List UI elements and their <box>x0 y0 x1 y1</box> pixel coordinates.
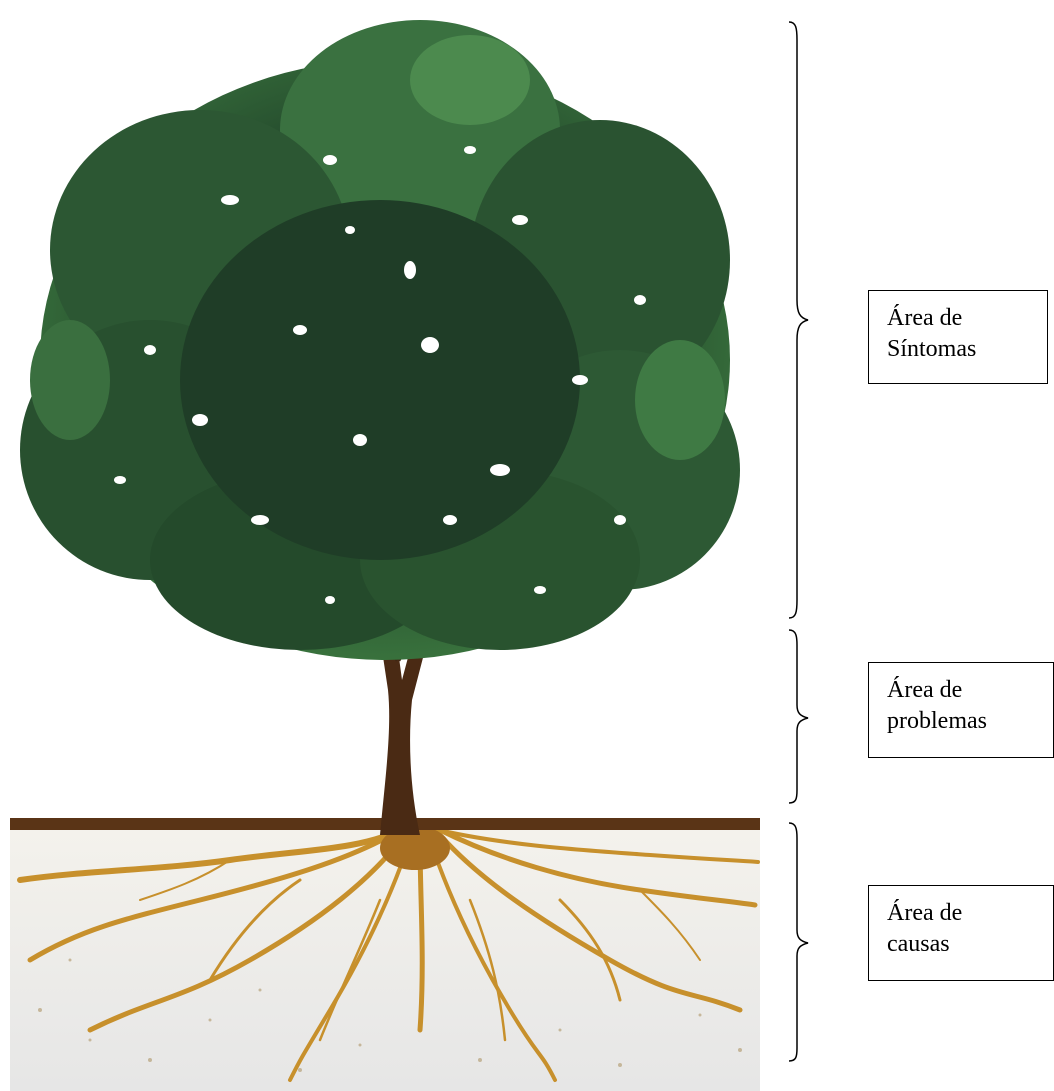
bracket-causas <box>788 822 809 1062</box>
label-causas-line1: Área de <box>887 900 963 926</box>
bracket-sintomas <box>788 21 809 619</box>
label-sintomas-line2: Síntomas <box>887 336 977 362</box>
root-crown <box>380 826 450 870</box>
label-causas-line2: causas <box>887 931 950 957</box>
label-sintomas-line1: Área de <box>887 305 963 331</box>
soil-specks <box>38 958 742 1072</box>
foliage-highlights <box>114 146 646 604</box>
curly-brace-brackets <box>788 21 809 1062</box>
label-problemas-line1: Área de <box>887 677 963 703</box>
label-area-causas: Área de causas <box>868 885 1054 981</box>
bracket-problemas <box>788 629 809 804</box>
tree-foliage <box>20 20 740 660</box>
tree-trunk <box>380 650 425 835</box>
label-area-problemas: Área de problemas <box>868 662 1054 758</box>
label-problemas-line2: problemas <box>887 708 987 734</box>
label-area-sintomas: Área de Síntomas <box>868 290 1048 384</box>
